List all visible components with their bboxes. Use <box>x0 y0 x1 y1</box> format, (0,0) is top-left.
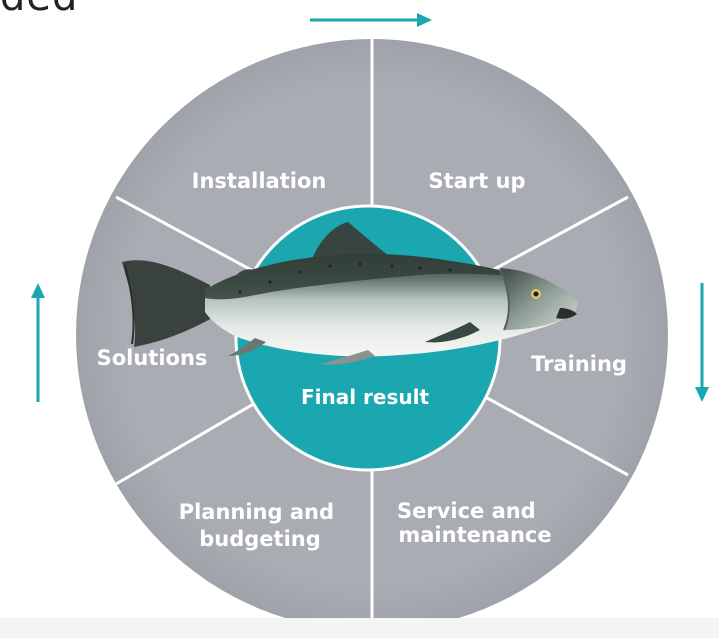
segment-label-planning-and-budgeting: Planning and budgeting <box>179 500 342 551</box>
segment-label-installation: Installation <box>192 169 327 193</box>
bottom-band <box>0 618 719 638</box>
cropped-heading: ded <box>0 0 78 20</box>
arrow-right-icon <box>310 13 432 27</box>
salmon-fish-icon <box>122 222 578 365</box>
arrow-up-icon <box>31 283 45 402</box>
segment-label-service-and-maintenance: Service and maintenance <box>397 499 552 547</box>
arrow-down-icon <box>695 283 709 402</box>
segment-label-start-up: Start up <box>428 169 525 193</box>
center-label-final-result: Final result <box>301 385 429 409</box>
segment-label-training: Training <box>531 352 627 376</box>
segment-label-solutions: Solutions <box>97 346 208 370</box>
